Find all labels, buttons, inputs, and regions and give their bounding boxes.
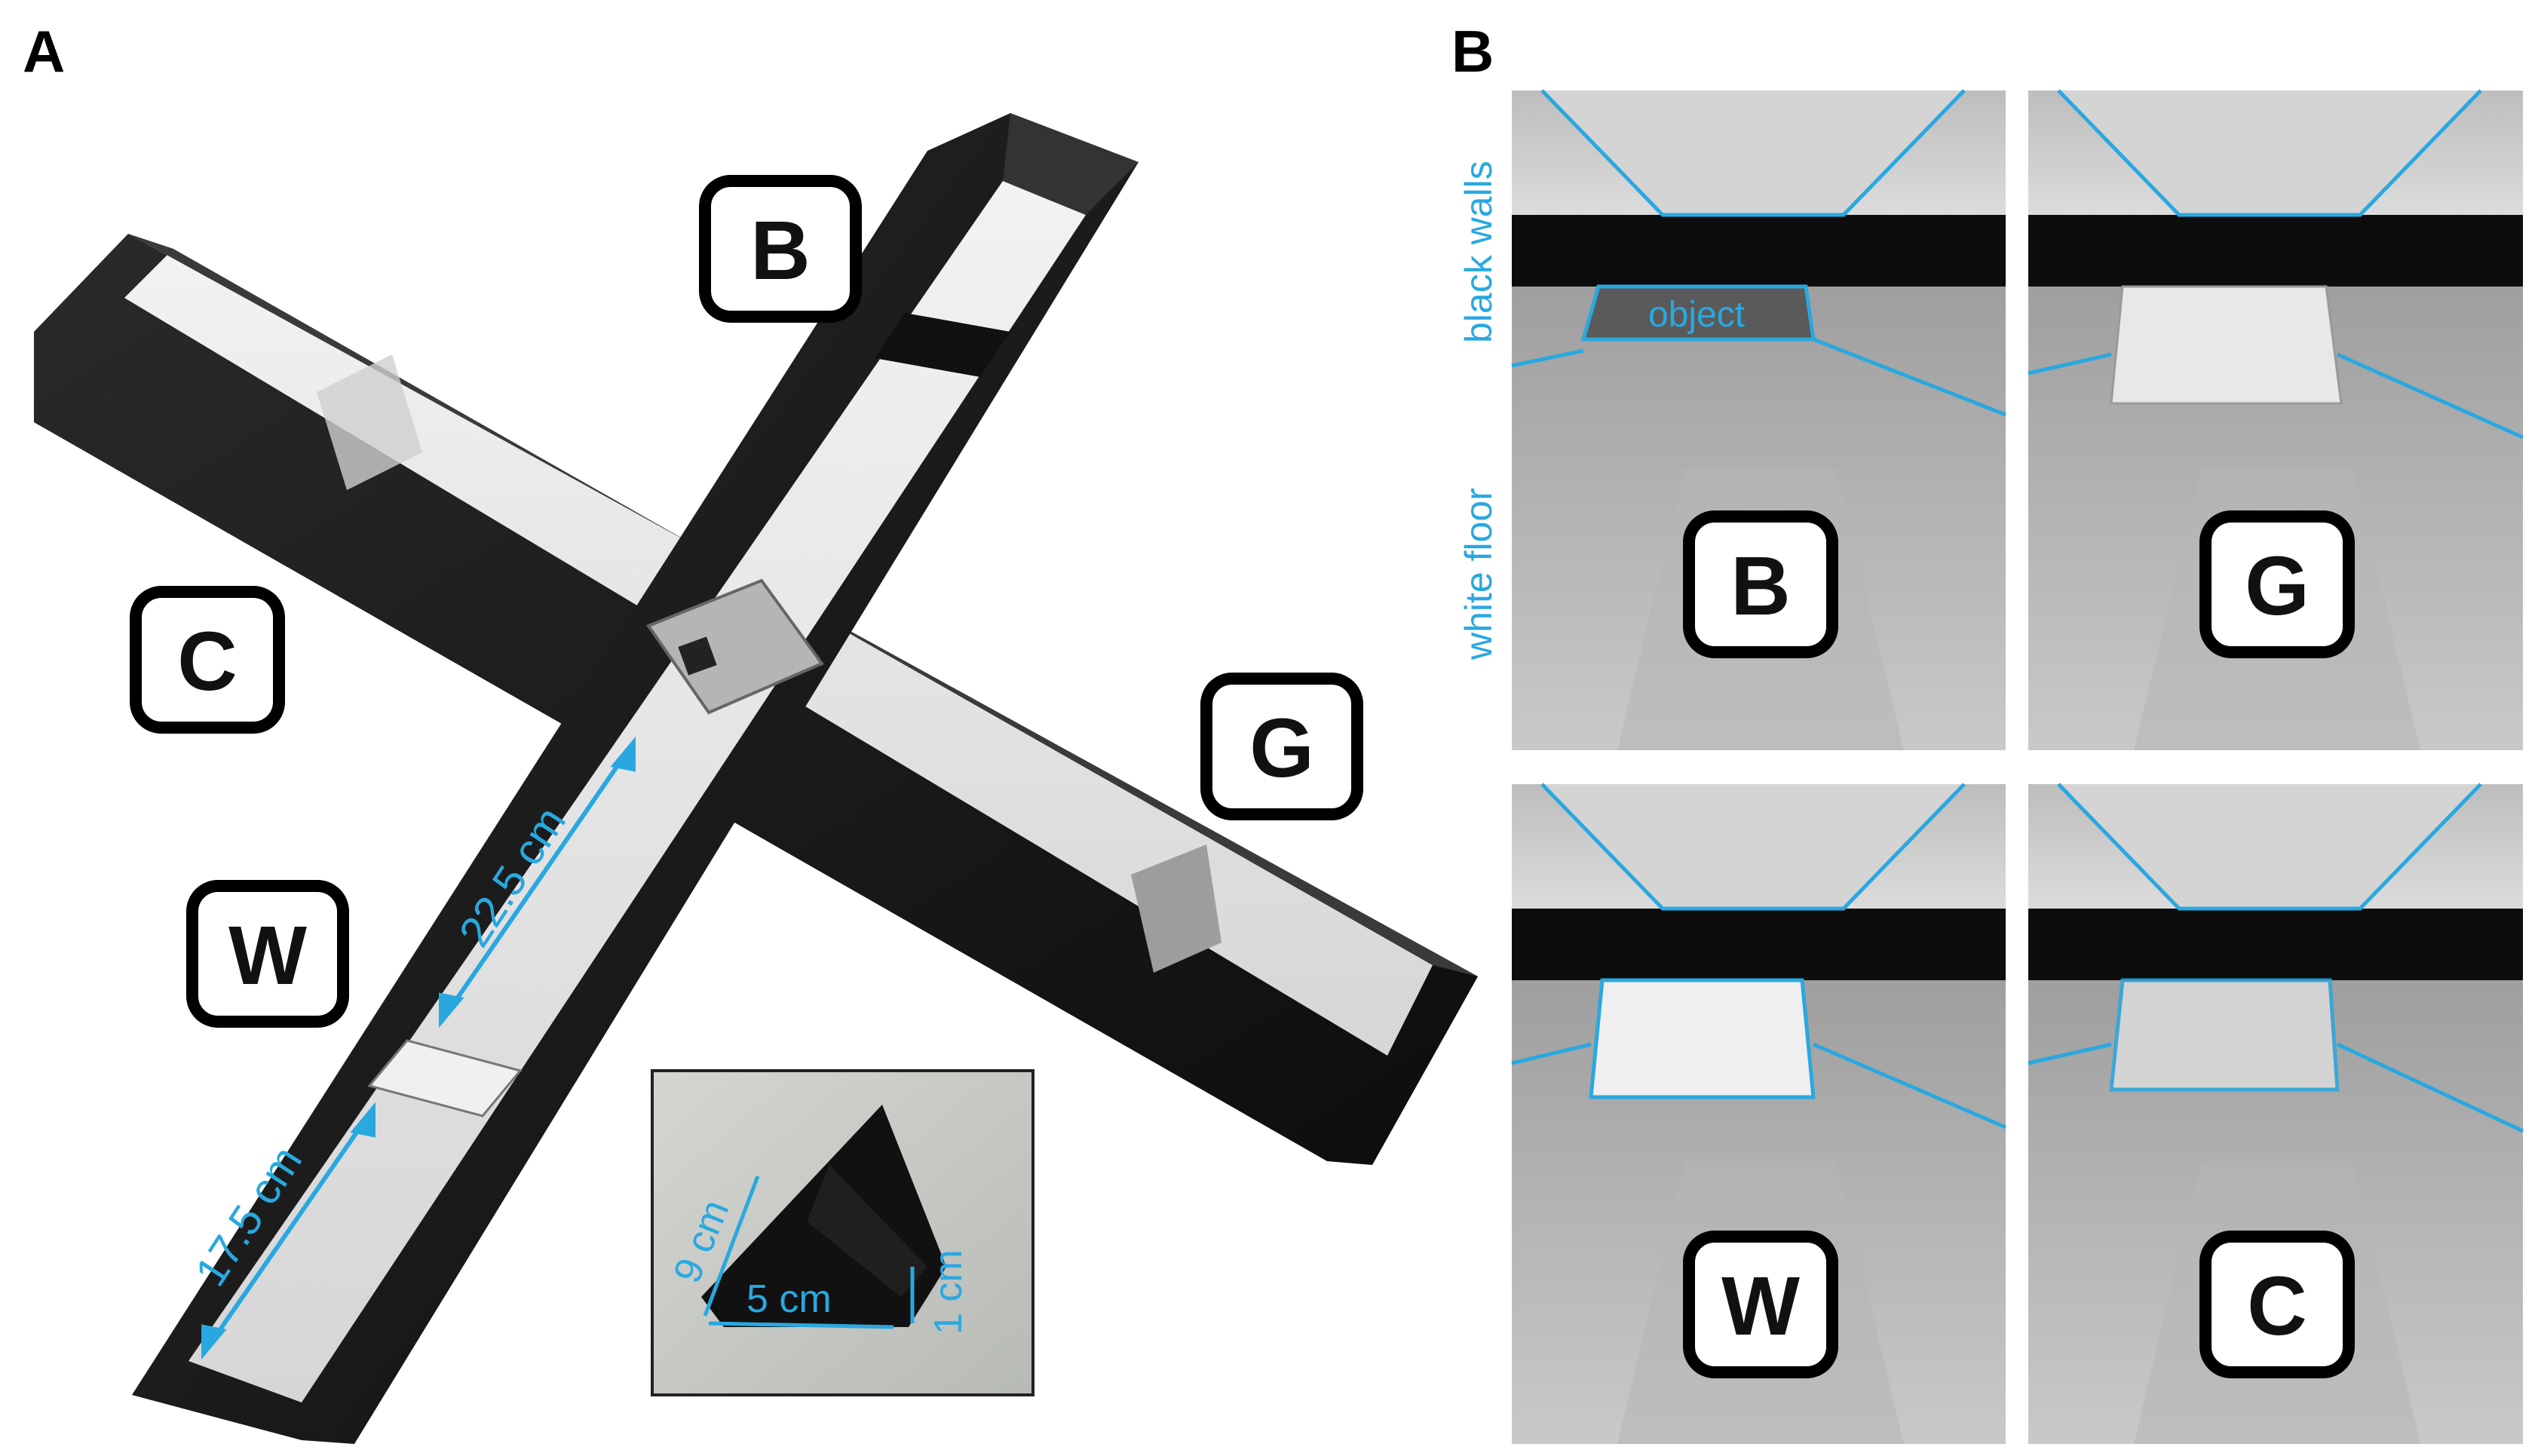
view-g-object	[2110, 285, 2343, 405]
arrowhead-22-5-bottom	[439, 992, 464, 1028]
view-c-object	[2109, 978, 2340, 1092]
arm-label-w: W	[186, 880, 349, 1028]
measurement-arrows	[201, 736, 636, 1360]
arrow-17-5cm	[201, 1107, 375, 1355]
center-marker	[678, 636, 717, 676]
arm-w-block	[367, 1039, 523, 1117]
arrowhead-17-5-top	[350, 1102, 375, 1138]
plus-maze-photo	[34, 113, 1478, 1444]
view-w-badge: W	[1683, 1231, 1838, 1378]
object-height-arrow	[703, 1176, 760, 1317]
object-prism-face	[807, 1165, 927, 1297]
arm-label-c: C	[130, 586, 285, 734]
arrowhead-22-5-top	[610, 736, 636, 772]
object-width-arrow	[708, 1321, 894, 1329]
arm-c-door	[317, 354, 422, 490]
view-b-badge-text: B	[1730, 540, 1790, 633]
arm-label-c-text: C	[177, 615, 237, 708]
view-b: object B	[1511, 89, 2006, 750]
view-g-badge-text: G	[2245, 540, 2310, 633]
panel-a-letter: A	[23, 18, 65, 84]
arm-b-block	[875, 313, 1010, 377]
view-w-object	[1589, 978, 1816, 1099]
view-b-badge: B	[1683, 510, 1838, 658]
view-c: C	[2028, 783, 2524, 1444]
object-inset: 9 cm 5 cm 1 cm	[651, 1069, 1035, 1396]
maze-center-hub	[645, 578, 825, 715]
object-width-label: 5 cm	[746, 1277, 832, 1321]
arrowhead-17-5-bottom	[201, 1324, 227, 1360]
object-thickness-label: 1 cm	[927, 1249, 970, 1335]
arm-g-door	[1131, 844, 1221, 973]
arm-label-w-text: W	[228, 909, 307, 1002]
view-b-object-label: object	[1648, 295, 1745, 335]
arm-label-g-text: G	[1249, 702, 1314, 795]
arrow-22-5cm	[439, 741, 636, 1023]
arm-b-w-rim	[1003, 113, 1139, 215]
arm-label-b: B	[699, 175, 862, 323]
view-w: W	[1511, 783, 2006, 1444]
view-c-badge: C	[2199, 1231, 2355, 1378]
view-c-badge-text: C	[2247, 1260, 2307, 1353]
view-g-badge: G	[2199, 510, 2355, 658]
view-g: G	[2028, 89, 2524, 750]
side-label-white-floor: white floor	[1458, 488, 1500, 661]
view-w-badge-text: W	[1721, 1260, 1800, 1353]
arm-label-g: G	[1200, 673, 1363, 820]
panel-b-letter: B	[1451, 18, 1494, 84]
arm-label-b-text: B	[750, 204, 810, 297]
side-label-black-walls: black walls	[1458, 161, 1500, 343]
